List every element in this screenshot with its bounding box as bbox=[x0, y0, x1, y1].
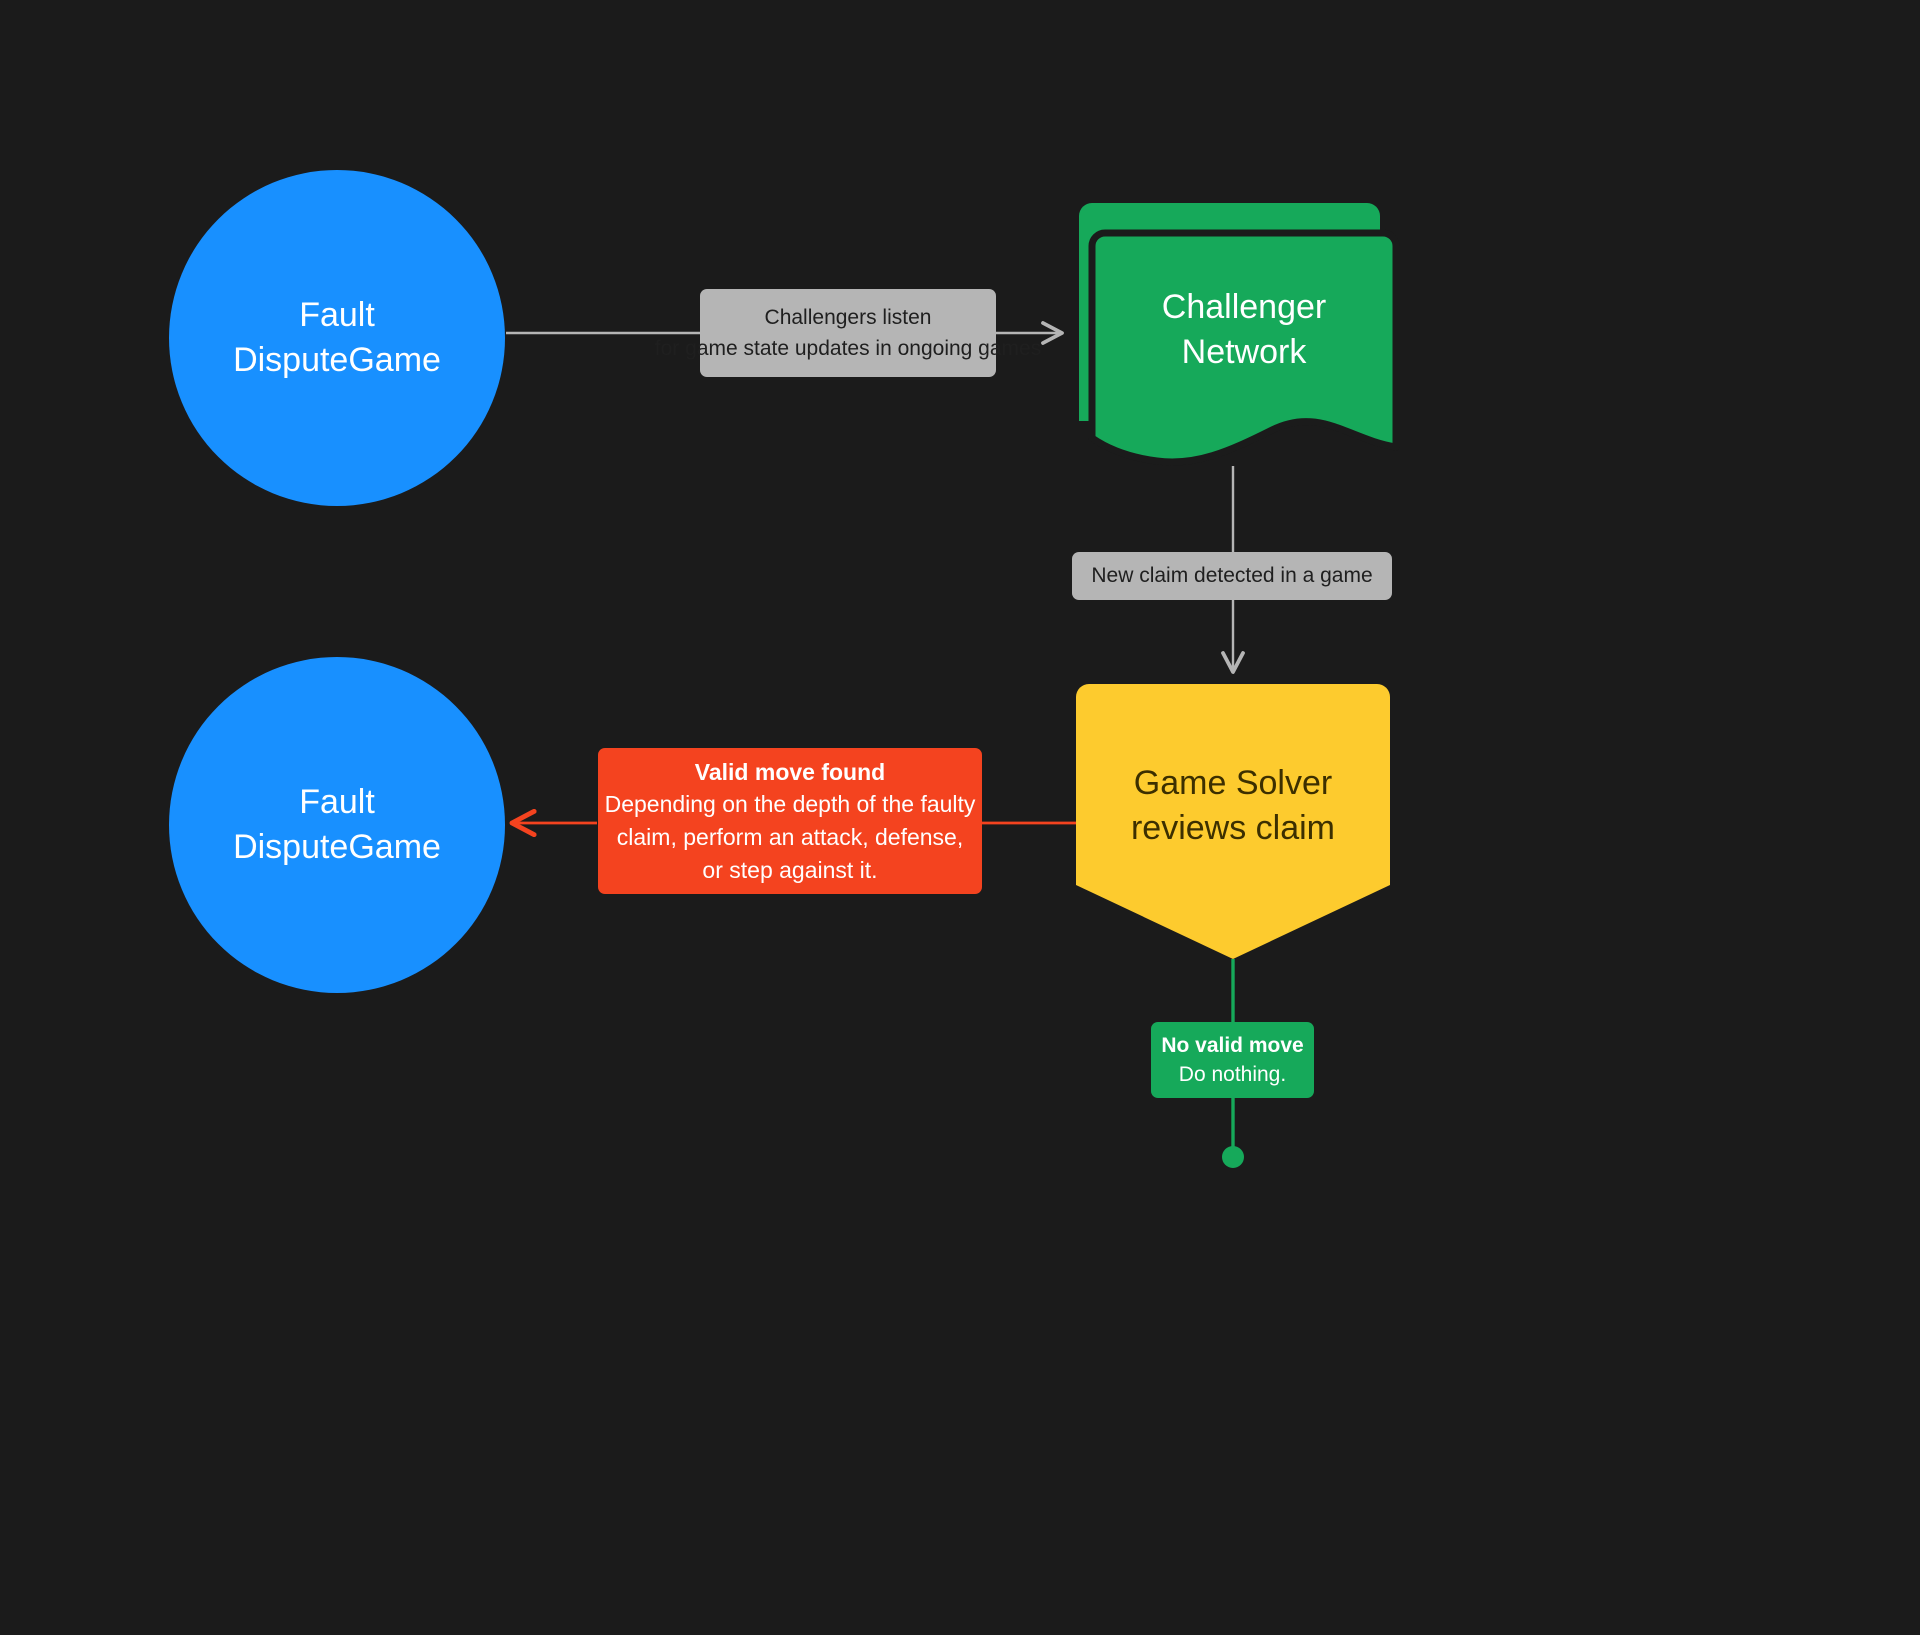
new-claim-detected-line-1: New claim detected in a game bbox=[1091, 564, 1373, 588]
edge-label-challengers-listen: Challengers listen for game state update… bbox=[655, 289, 1041, 377]
valid-move-found-line-1: Depending on the depth of the faulty bbox=[604, 791, 976, 818]
no-valid-move-line-1: Do nothing. bbox=[1178, 1063, 1287, 1086]
node-fault-dispute-game-top[interactable] bbox=[169, 170, 505, 506]
edge-label-no-valid-move: No valid move Do nothing. bbox=[1151, 1022, 1314, 1098]
valid-move-found-heading: Valid move found bbox=[694, 758, 886, 785]
challengers-listen-line-1: Challengers listen bbox=[764, 305, 932, 329]
valid-move-found-line-2: claim, perform an attack, defense, bbox=[616, 824, 964, 850]
no-valid-move-heading: No valid move bbox=[1161, 1033, 1304, 1057]
challengers-listen-line-2: for game state updates in ongoing games bbox=[654, 337, 1042, 360]
edge-no-valid-move bbox=[1222, 959, 1244, 1168]
valid-move-found-line-3: or step against it. bbox=[702, 856, 878, 883]
edge-label-valid-move-found: Valid move found Depending on the depth … bbox=[598, 748, 982, 894]
edge-label-new-claim-detected: New claim detected in a game bbox=[1072, 552, 1392, 600]
terminal-dot bbox=[1222, 1146, 1244, 1168]
node-game-solver[interactable] bbox=[1076, 684, 1390, 959]
node-fault-dispute-game-bottom[interactable] bbox=[169, 657, 505, 993]
node-challenger-network[interactable] bbox=[1079, 203, 1400, 466]
